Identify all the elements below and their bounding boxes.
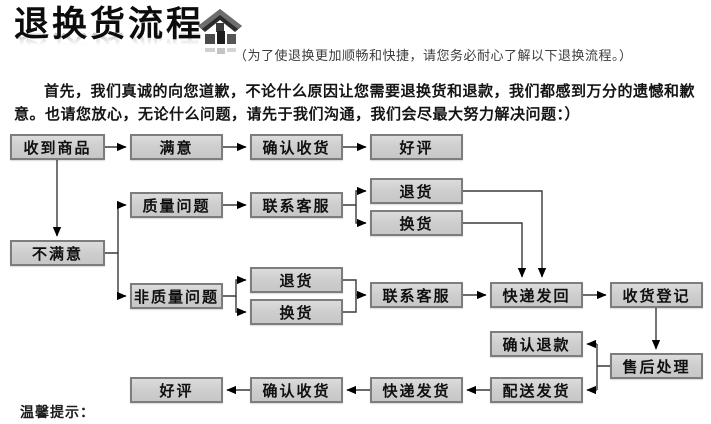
- flow-node-confirm-receipt-bottom: 确认收货: [250, 377, 343, 403]
- flow-node-confirm-refund: 确认退款: [490, 331, 583, 357]
- flow-node-contact-service-nonquality: 联系客服: [370, 282, 463, 308]
- intro-paragraph: 首先，我们真诚的向您道歉，不论什么原因让您需要退换货和退款，我们都感到万分的遗憾…: [14, 82, 696, 123]
- flow-node-receipt-registration: 收货登记: [610, 282, 703, 308]
- flow-node-after-sales-processing: 售后处理: [610, 353, 703, 379]
- flow-node-quality-issue: 质量问题: [130, 192, 223, 218]
- flow-node-contact-service-quality: 联系客服: [250, 192, 343, 218]
- flow-node-return-nonquality: 退货: [250, 267, 343, 293]
- house-logo-icon: [198, 9, 242, 54]
- flow-node-received-goods: 收到商品: [10, 134, 105, 160]
- warm-tip-label: 温馨提示：: [20, 405, 95, 421]
- flow-node-exchange-quality: 换货: [370, 210, 463, 236]
- flow-node-unsatisfied: 不满意: [10, 240, 105, 266]
- flow-node-confirm-receipt-top: 确认收货: [250, 134, 343, 160]
- page-title: 退换货流程: [14, 5, 205, 45]
- flow-node-good-review-bottom: 好评: [130, 377, 223, 403]
- flow-node-courier-dispatch: 快递发货: [370, 377, 463, 403]
- flow-node-non-quality-issue: 非质量问题: [130, 283, 223, 309]
- flow-node-return-quality: 退货: [370, 178, 463, 204]
- page-subtitle: （为了使退换更加顺畅和快捷，请您务必耐心了解以下退换流程。）: [234, 49, 633, 64]
- flow-node-dispatch-delivery: 配送发货: [490, 377, 583, 403]
- flow-node-satisfied: 满意: [130, 134, 223, 160]
- flow-node-courier-send-back: 快递发回: [490, 282, 583, 308]
- flow-node-exchange-nonquality: 换货: [250, 299, 343, 325]
- flow-node-good-review-top: 好评: [370, 134, 463, 160]
